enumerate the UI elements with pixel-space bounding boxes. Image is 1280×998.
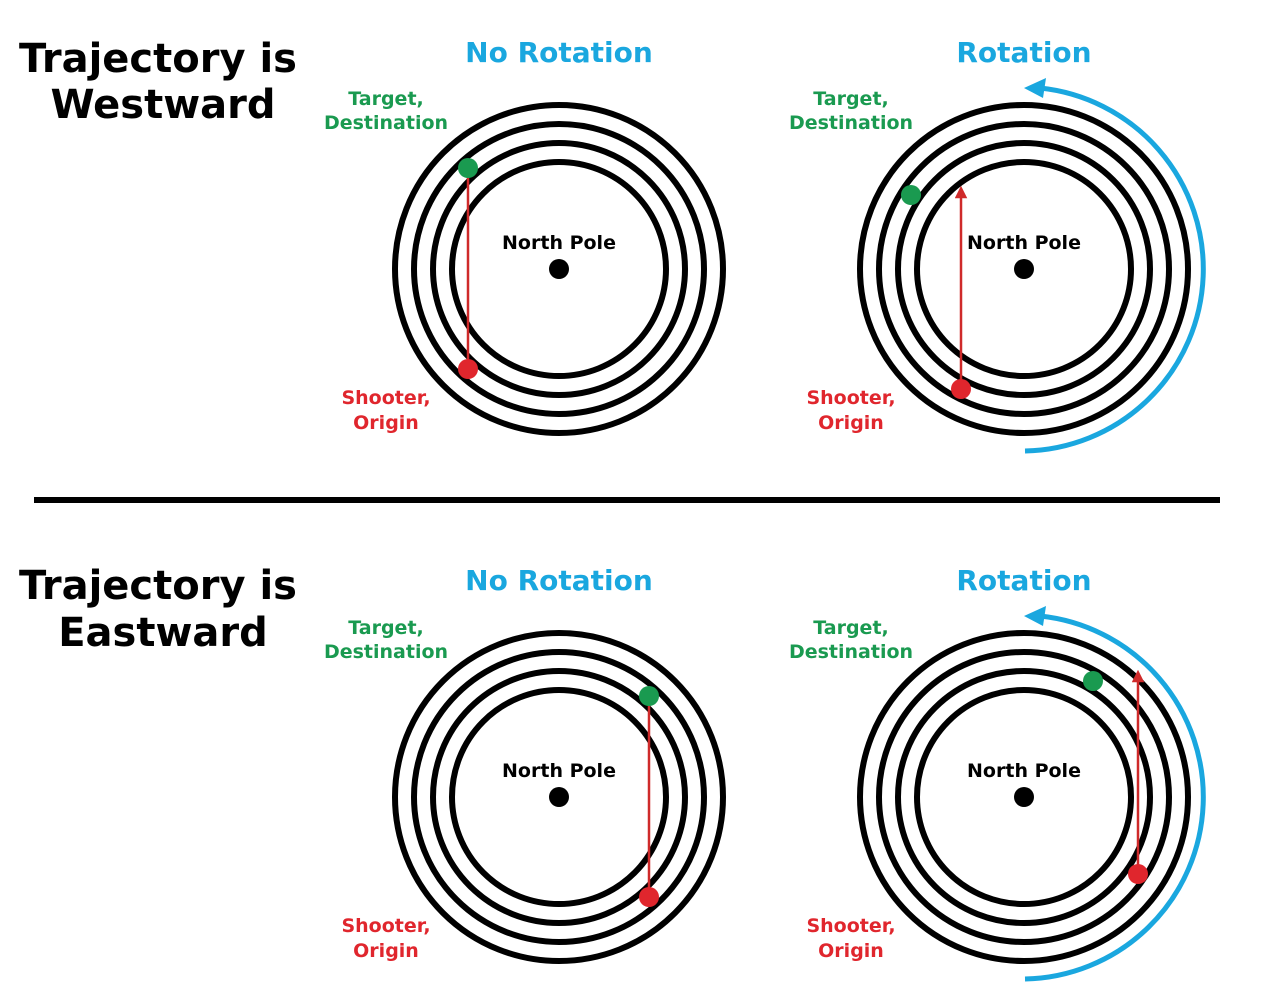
latitude-ring — [895, 668, 1153, 926]
latitude-ring — [430, 668, 688, 926]
target-dot — [458, 158, 478, 178]
latitude-ring — [876, 121, 1172, 417]
pole-label: North Pole — [967, 232, 1081, 254]
target-dot — [1083, 671, 1103, 691]
section-eastward: Trajectory is Eastward No Rotation North… — [19, 563, 1206, 982]
panel-title: Rotation — [956, 564, 1091, 597]
shooter-dot — [458, 359, 478, 379]
pole-label: North Pole — [502, 760, 616, 782]
target-label-line2: Destination — [324, 641, 448, 663]
section-heading-line2: Westward — [50, 82, 275, 128]
panel-title: No Rotation — [465, 564, 653, 597]
pole-label: North Pole — [967, 760, 1081, 782]
north-pole-dot — [549, 259, 569, 279]
rotation-arrow — [1024, 606, 1206, 982]
latitude-ring — [914, 687, 1134, 907]
latitude-rings — [392, 630, 726, 964]
panel-rotation-westward: Rotation North Pole Target, Destination … — [789, 36, 1206, 454]
shooter-label-line2: Origin — [353, 940, 419, 962]
latitude-ring — [411, 649, 707, 945]
latitude-ring — [392, 630, 726, 964]
north-pole-dot — [1014, 259, 1034, 279]
section-westward: Trajectory is Westward No Rotation North… — [19, 36, 1206, 454]
latitude-ring — [449, 159, 669, 379]
panel-title: Rotation — [956, 36, 1091, 69]
latitude-ring — [857, 102, 1191, 436]
shooter-dot — [951, 379, 971, 399]
north-pole-dot — [549, 787, 569, 807]
target-label-line2: Destination — [789, 641, 913, 663]
shooter-label-line2: Origin — [818, 940, 884, 962]
target-label-line1: Target, — [348, 617, 424, 639]
shooter-label-line2: Origin — [818, 412, 884, 434]
target-label-line1: Target, — [813, 88, 889, 110]
target-dot — [639, 686, 659, 706]
latitude-ring — [895, 140, 1153, 398]
panel-no-rotation-eastward: No Rotation North Pole Target, Destinati… — [324, 564, 726, 964]
latitude-ring — [430, 140, 688, 398]
latitude-rings — [392, 102, 726, 436]
shooter-dot — [639, 887, 659, 907]
target-label-line2: Destination — [324, 112, 448, 134]
latitude-rings — [857, 102, 1191, 436]
panel-rotation-eastward: Rotation North Pole Target, Destination … — [789, 564, 1206, 982]
panel-no-rotation-westward: No Rotation North Pole Target, Destinati… — [324, 36, 726, 436]
rotation-arrow — [1024, 78, 1206, 454]
shooter-label-line1: Shooter, — [341, 915, 430, 937]
latitude-ring — [449, 687, 669, 907]
section-heading-line2: Eastward — [58, 610, 268, 656]
target-label-line2: Destination — [789, 112, 913, 134]
latitude-ring — [392, 102, 726, 436]
shooter-label-line2: Origin — [353, 412, 419, 434]
shooter-label-line1: Shooter, — [806, 915, 895, 937]
latitude-ring — [876, 649, 1172, 945]
north-pole-dot — [1014, 787, 1034, 807]
section-heading-line1: Trajectory is — [19, 36, 297, 82]
target-label-line1: Target, — [813, 617, 889, 639]
shooter-dot — [1128, 864, 1148, 884]
target-dot — [901, 185, 921, 205]
target-label-line1: Target, — [348, 88, 424, 110]
panel-title: No Rotation — [465, 36, 653, 69]
latitude-ring — [857, 630, 1191, 964]
latitude-ring — [914, 159, 1134, 379]
pole-label: North Pole — [502, 232, 616, 254]
section-heading-line1: Trajectory is — [19, 563, 297, 609]
latitude-ring — [411, 121, 707, 417]
latitude-rings — [857, 630, 1191, 964]
shooter-label-line1: Shooter, — [806, 387, 895, 409]
shooter-label-line1: Shooter, — [341, 387, 430, 409]
